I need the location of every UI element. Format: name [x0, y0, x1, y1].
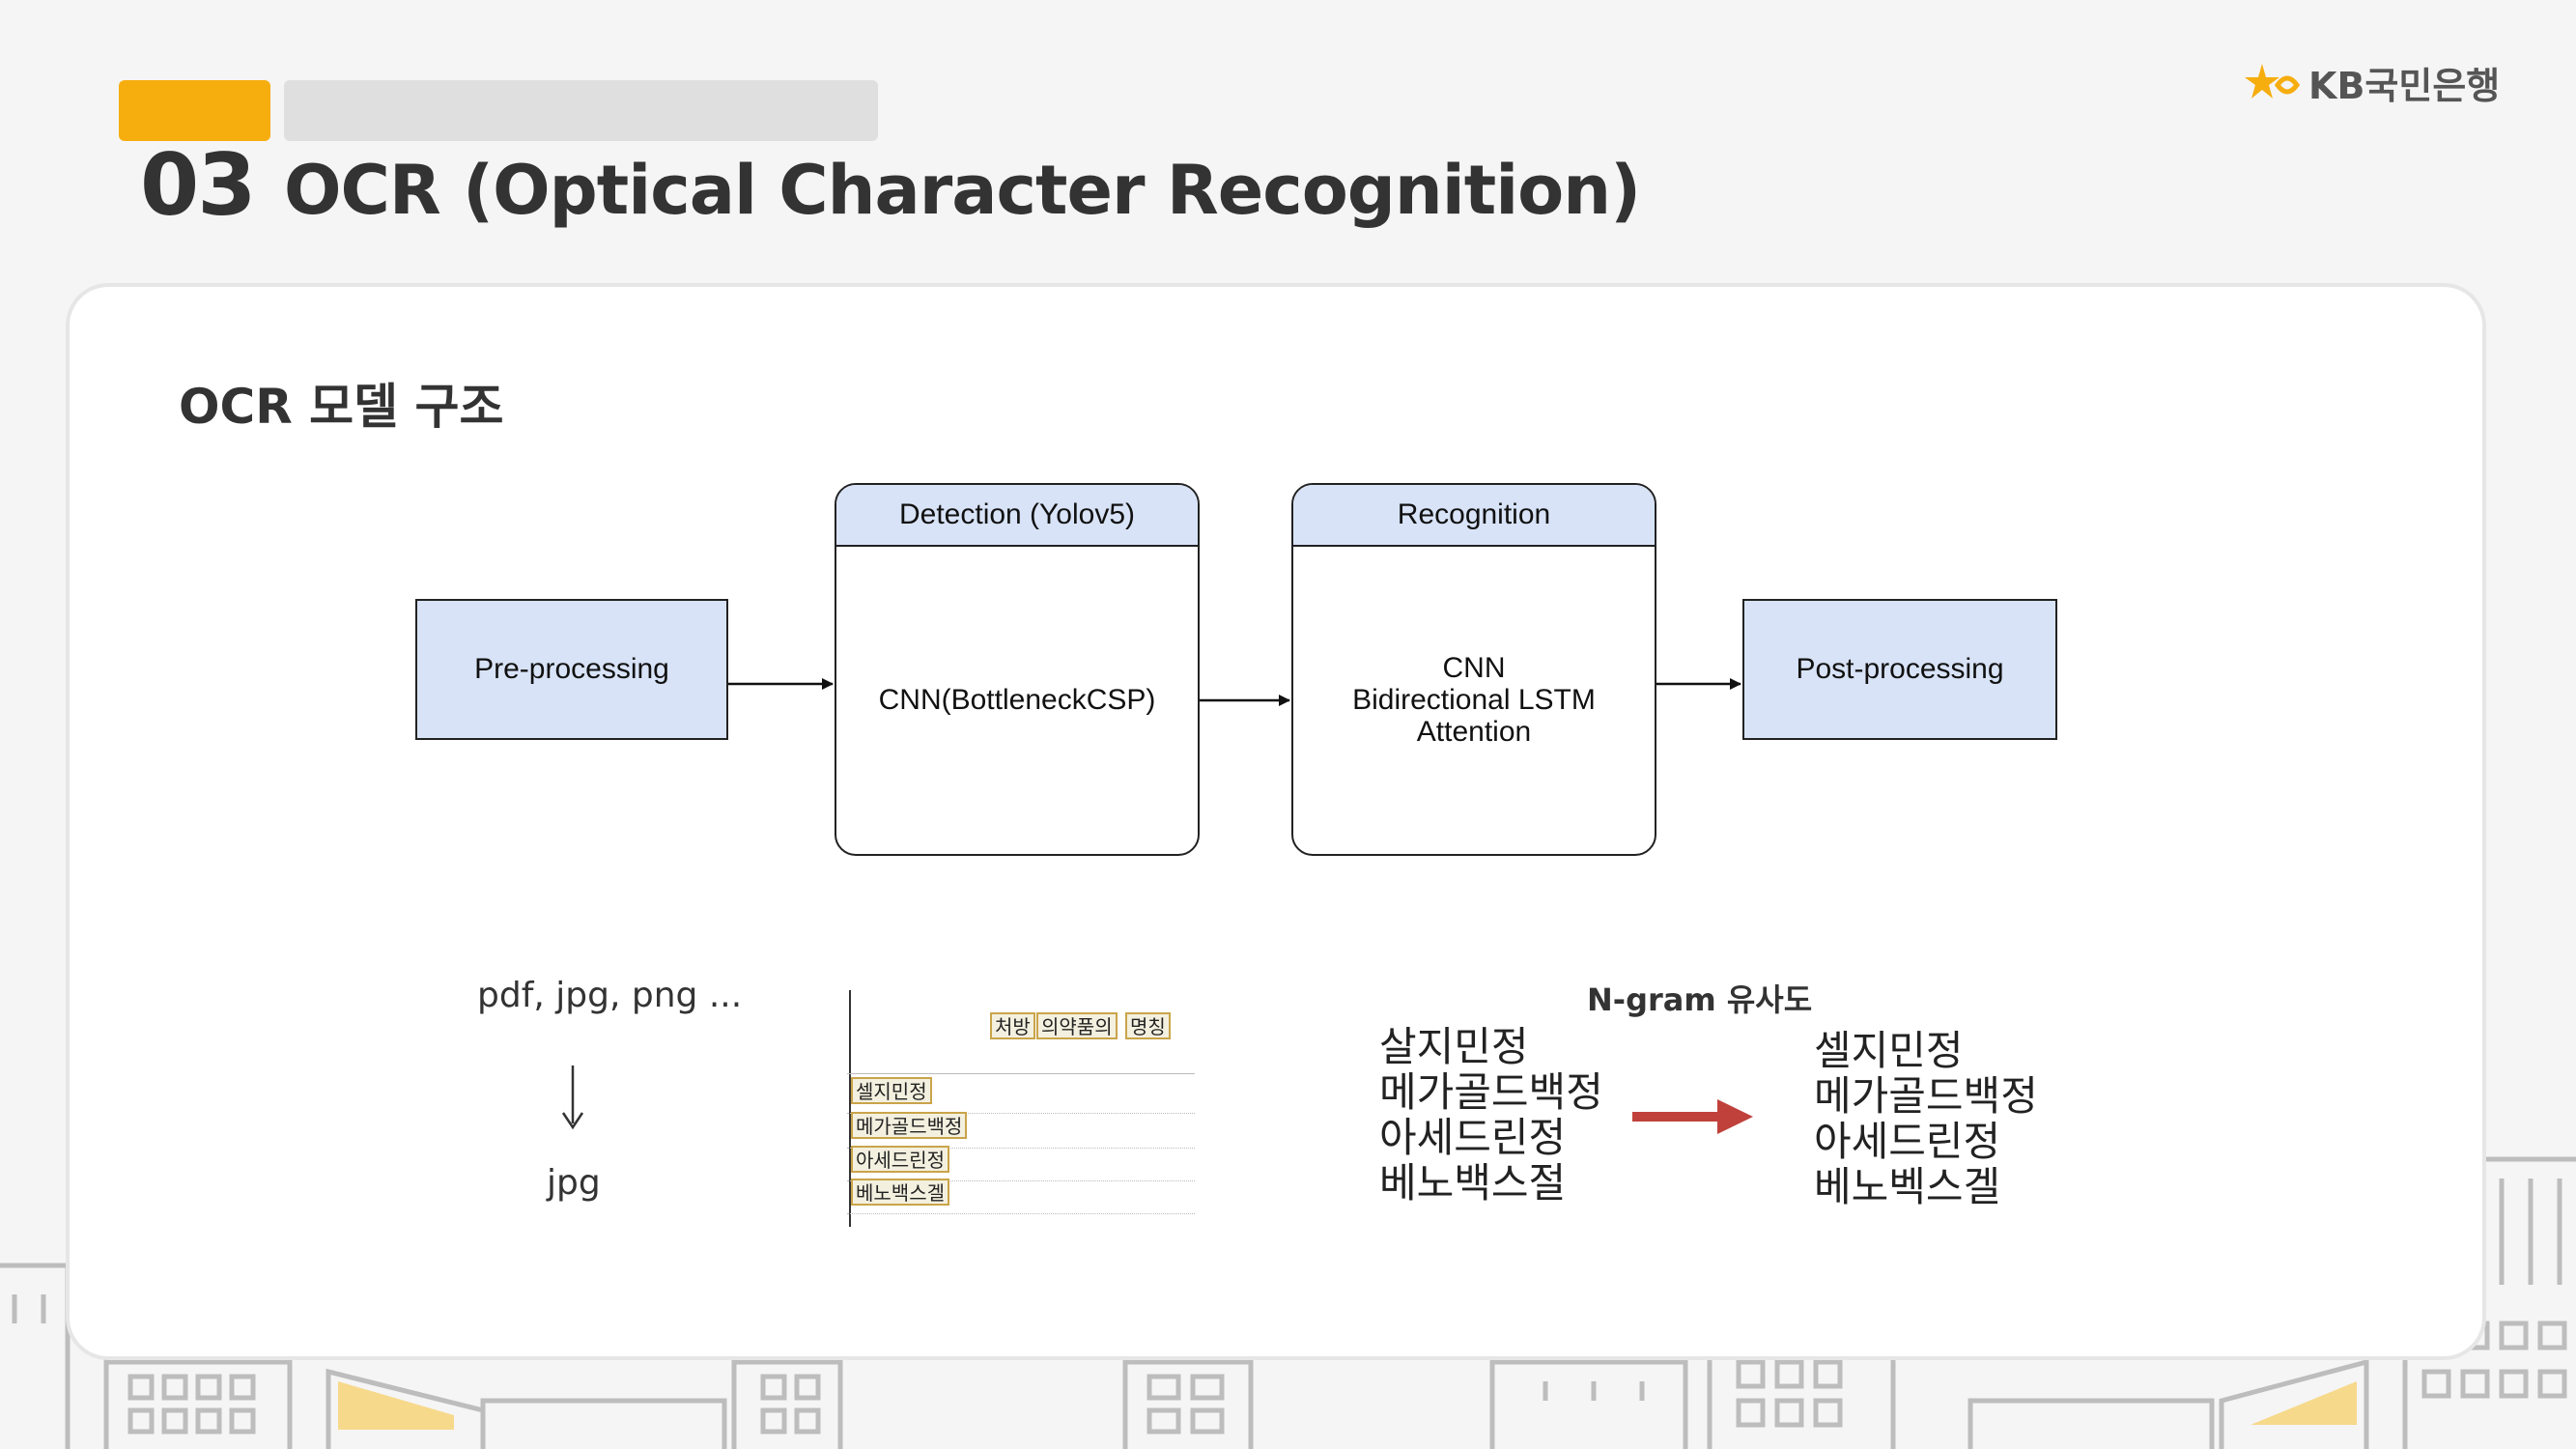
- detected-row-tag: 아세드린정: [851, 1146, 949, 1173]
- preprocessing-box: Pre-processing: [415, 599, 728, 740]
- detection-box: Detection (Yolov5) CNN(BottleneckCSP): [835, 483, 1200, 856]
- detected-row-tag: 메가골드백정: [851, 1112, 968, 1139]
- page-title: OCR (Optical Character Recognition): [284, 151, 1641, 230]
- detection-body: CNN(BottleneckCSP): [836, 545, 1198, 854]
- ngram-after-item: 베노벡스겔: [1814, 1163, 2001, 1210]
- recognition-body-line: CNN: [1442, 651, 1506, 684]
- ngram-arrow-head: [1717, 1099, 1753, 1134]
- recognition-box: Recognition CNN Bidirectional LSTM Atten…: [1291, 483, 1656, 856]
- ngram-before-item: 베노백스절: [1379, 1159, 1567, 1207]
- detected-header-tag: 명칭: [1125, 1012, 1171, 1039]
- ngram-title: N-gram 유사도: [1587, 981, 1813, 1018]
- ngram-after-item: 메가골드백정: [1814, 1072, 2038, 1120]
- kb-logo: KB국민은행: [2243, 56, 2500, 109]
- accent-bar: [119, 80, 270, 141]
- detected-header-tag: 처방: [990, 1012, 1035, 1039]
- ngram-after-item: 셀지민정: [1814, 1027, 1964, 1074]
- header-gray-bar: [284, 80, 878, 141]
- detection-body-line: CNN(BottleneckCSP): [878, 683, 1156, 716]
- detected-header-tag: 의약품의: [1036, 1012, 1118, 1039]
- recognition-header: Recognition: [1293, 485, 1655, 547]
- logo-text: KB국민은행: [2308, 65, 2501, 107]
- detection-header: Detection (Yolov5): [836, 485, 1198, 547]
- ngram-before-item: 살지민정: [1379, 1023, 1529, 1070]
- detected-row-tag: 셀지민정: [851, 1077, 932, 1104]
- recognition-body-line: Bidirectional LSTM: [1352, 683, 1596, 716]
- kb-star-icon: [2245, 63, 2301, 99]
- content-card: [66, 283, 2486, 1360]
- arrow-format-down-head: [561, 1112, 584, 1130]
- recognition-body-line: Attention: [1416, 715, 1532, 748]
- ngram-before-item: 아세드린정: [1379, 1114, 1567, 1161]
- ngram-after-item: 아세드린정: [1814, 1118, 2001, 1165]
- preprocessing-label: Pre-processing: [474, 653, 669, 685]
- card-title: OCR 모델 구조: [179, 379, 504, 435]
- ngram-after-list: 셀지민정 메가골드백정 아세드린정 베노벡스겔: [1814, 1028, 2038, 1209]
- postprocessing-label: Post-processing: [1796, 653, 2004, 685]
- detected-row-tag: 베노백스겔: [851, 1179, 949, 1206]
- detection-result-image: 처방 의약품의 명칭 셀지민정 메가골드백정 아세드린정 베노백스겔: [847, 990, 1195, 1227]
- ngram-before-list: 살지민정 메가골드백정 아세드린정 베노백스절: [1379, 1024, 1603, 1206]
- ngram-before-item: 메가골드백정: [1379, 1068, 1603, 1116]
- jpg-label: jpg: [547, 1163, 601, 1203]
- recognition-body: CNN Bidirectional LSTM Attention: [1293, 545, 1655, 854]
- input-formats-label: pdf, jpg, png ...: [477, 976, 743, 1015]
- section-number: 03: [140, 135, 256, 235]
- postprocessing-box: Post-processing: [1742, 599, 2057, 740]
